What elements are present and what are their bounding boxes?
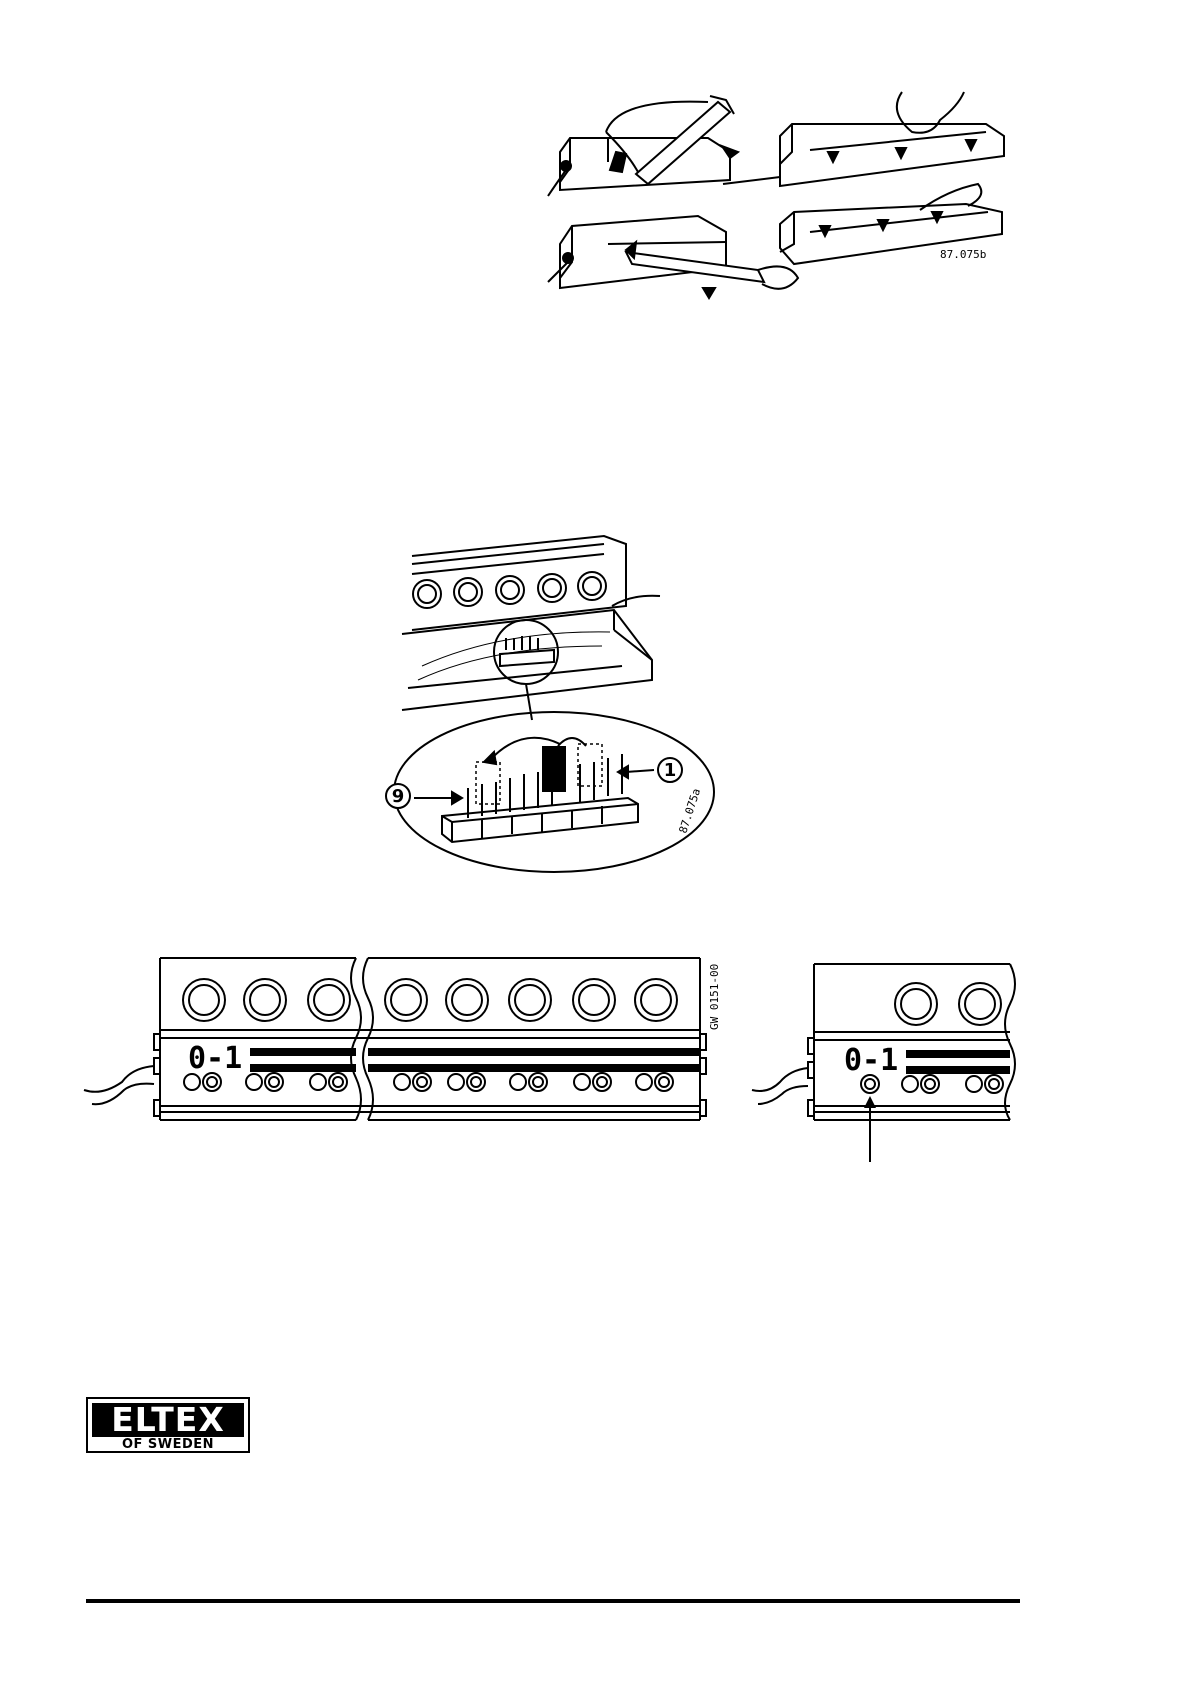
figure-jumper-ref: 87.075a: [676, 787, 703, 835]
figure-jumper-detail-drawing: 9 1 87.075a: [382, 534, 734, 878]
logo-brand: ELTEX: [92, 1403, 244, 1437]
callout-1: 1: [664, 760, 677, 781]
footer-rule: [86, 1599, 1020, 1603]
figure-housing-ref: 87.075b: [940, 248, 986, 261]
switch-label-main: 0-1: [188, 1041, 242, 1076]
switch-label-detail: 0-1: [844, 1043, 898, 1078]
logo-subtitle: OF SWEDEN: [92, 1439, 244, 1451]
figure-bar-front-view: 0-1 0-1 GW 0151-00: [84, 958, 1024, 1168]
figure-bar-ref: GW 0151-00: [708, 964, 721, 1030]
figure-jumper-detail: 9 1 87.075a: [382, 534, 734, 878]
jumper-block: [542, 746, 566, 792]
figure-housing-steps: 87.075b: [548, 92, 1018, 324]
figure-housing-steps-drawing: 87.075b: [548, 92, 1018, 324]
callout-9: 9: [392, 786, 405, 807]
eltex-logo: ELTEX OF SWEDEN: [86, 1397, 250, 1453]
figure-bar-front-view-drawing: 0-1 0-1 GW 0151-00: [84, 958, 1024, 1168]
